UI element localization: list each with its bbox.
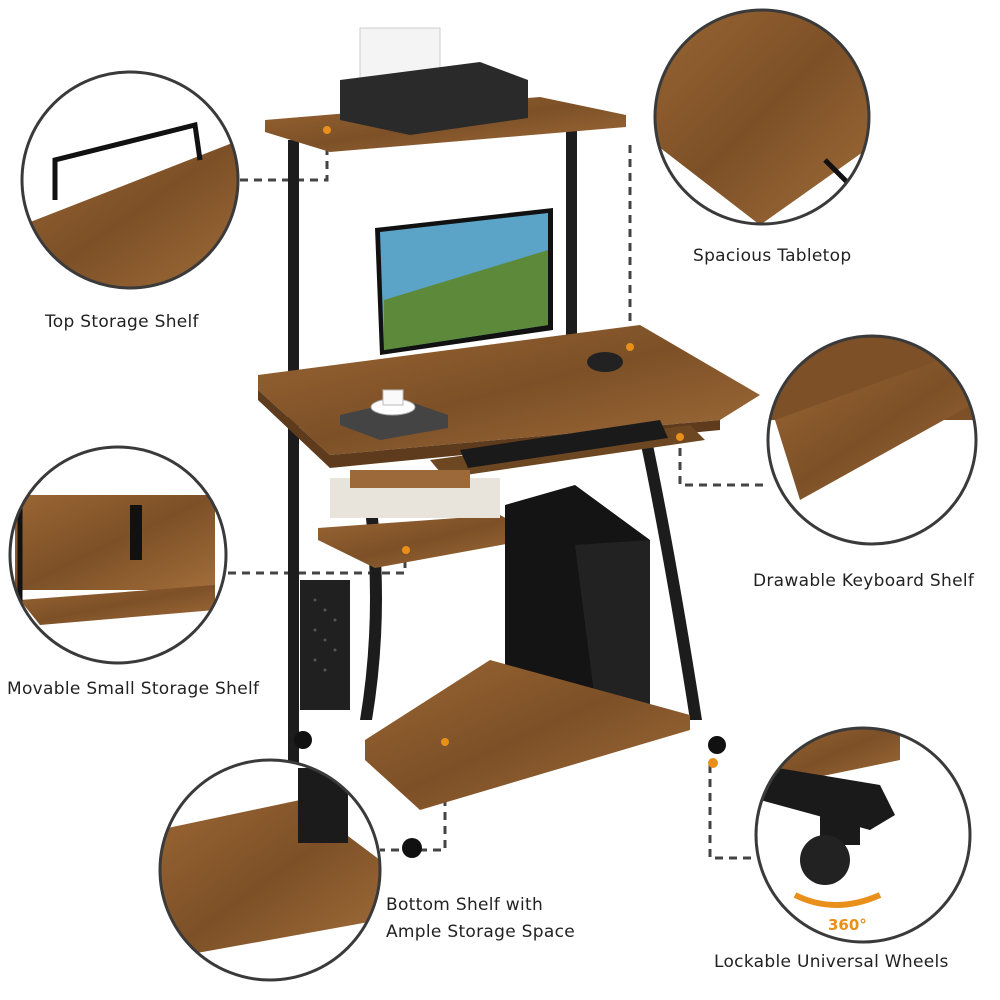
detail-top-shelf [20, 70, 240, 290]
connector-wheels [708, 765, 756, 860]
monitor [375, 208, 553, 385]
label-drawable-keyboard-shelf: Drawable Keyboard Shelf [753, 571, 975, 591]
label-bottom-shelf-line2: Ample Storage Space [386, 922, 575, 942]
label-top-storage-shelf: Top Storage Shelf [45, 312, 199, 332]
detail-keyboard-shelf [766, 334, 978, 546]
vent-holes [313, 598, 337, 672]
bottom-shelf [365, 660, 690, 810]
keyboard [460, 420, 668, 468]
label-spacious-tabletop: Spacious Tabletop [693, 246, 852, 266]
caster-wheels [294, 731, 726, 858]
small-storage-shelf [318, 515, 528, 568]
label-bottom-shelf-line1: Bottom Shelf with [386, 895, 544, 915]
detail-wheels [754, 726, 972, 944]
rotation-degree-label: 360° [828, 916, 867, 934]
printer [340, 27, 528, 135]
desk [258, 27, 760, 858]
detail-tabletop [653, 8, 871, 226]
detail-bottom-shelf [158, 758, 382, 982]
mouse [587, 352, 623, 372]
detail-small-shelf [8, 445, 228, 665]
connector-small-shelf [228, 552, 407, 575]
label-movable-small-storage-shelf: Movable Small Storage Shelf [7, 679, 260, 699]
connector-top-shelf [240, 150, 329, 182]
label-lockable-universal-wheels: Lockable Universal Wheels [714, 952, 949, 972]
